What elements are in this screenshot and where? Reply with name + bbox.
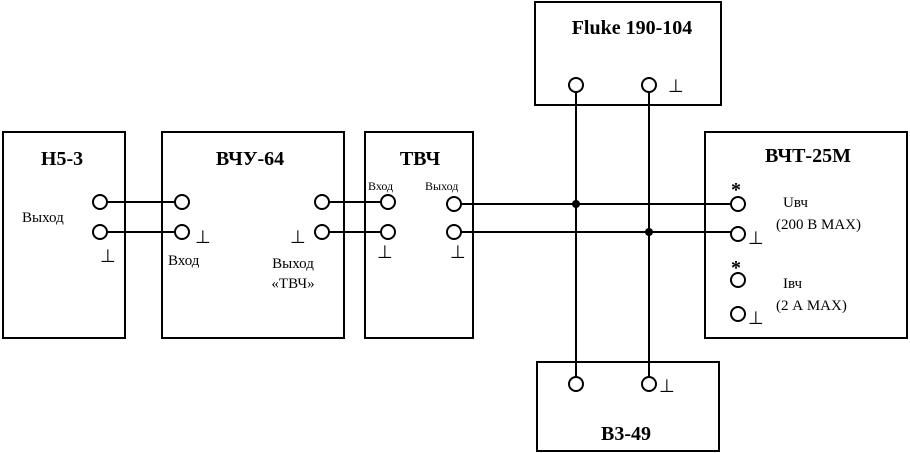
n53-terminal-signal bbox=[92, 194, 108, 210]
ground-symbol: ⊥ bbox=[450, 242, 466, 263]
ground-symbol: ⊥ bbox=[659, 376, 675, 397]
ground-symbol: ⊥ bbox=[748, 308, 764, 329]
fluke-terminal-ground bbox=[641, 77, 657, 93]
vct25m-i-range: (2 А MAX) bbox=[776, 298, 847, 314]
junction-ground bbox=[645, 228, 653, 236]
n53-title: Н5-3 bbox=[41, 148, 83, 170]
polarity-star-u: * bbox=[731, 179, 741, 201]
tvch-in-terminal-ground bbox=[380, 224, 396, 240]
block-fluke: Fluke 190-104 bbox=[534, 1, 722, 106]
tvch-out-terminal-signal bbox=[446, 196, 462, 212]
v349-terminal-ground bbox=[641, 376, 657, 392]
vct25m-i-label: Iвч bbox=[783, 276, 803, 292]
vct25m-title: ВЧТ-25М bbox=[765, 145, 851, 167]
fluke-terminal-signal bbox=[568, 77, 584, 93]
tvch-input-label: Вход bbox=[368, 179, 393, 193]
junction-signal bbox=[572, 200, 580, 208]
vchu64-output-label-2: «ТВЧ» bbox=[271, 276, 314, 292]
ground-symbol: ⊥ bbox=[195, 227, 211, 248]
tvch-title: ТВЧ bbox=[400, 148, 441, 170]
vchu64-input-label: Вход bbox=[168, 253, 200, 269]
vct25m-u-label: Uвч bbox=[783, 195, 808, 211]
vchu64-out-terminal-ground bbox=[314, 224, 330, 240]
tvch-output-label: Выход bbox=[425, 179, 458, 193]
n53-terminal-ground bbox=[92, 224, 108, 240]
vchu64-title: ВЧУ-64 bbox=[216, 148, 284, 170]
v349-title: В3-49 bbox=[601, 423, 651, 445]
vchu64-in-terminal-signal bbox=[174, 194, 190, 210]
vct25m-u-ground-terminal bbox=[730, 226, 746, 242]
ground-symbols: ⊥ ⊥ ⊥ ⊥ ⊥ ⊥ ⊥ ⊥ ⊥ bbox=[100, 76, 764, 397]
vct25m-i-ground-terminal bbox=[730, 306, 746, 322]
vct25m-u-range: (200 В MAX) bbox=[776, 217, 861, 233]
n53-output-label: Выход bbox=[22, 210, 64, 226]
block-vchu64: ВЧУ-64 Вход Выход «ТВЧ» bbox=[161, 131, 345, 339]
vchu64-out-terminal-signal bbox=[314, 194, 330, 210]
tvch-out-terminal-ground bbox=[446, 224, 462, 240]
block-v349: В3-49 bbox=[536, 361, 720, 452]
vchu64-in-terminal-ground bbox=[174, 224, 190, 240]
tvch-in-terminal-signal bbox=[380, 194, 396, 210]
wires bbox=[108, 92, 731, 377]
ground-symbol: ⊥ bbox=[377, 242, 393, 263]
vchu64-output-label: Выход bbox=[272, 256, 314, 272]
block-n53: Н5-3 Выход bbox=[2, 131, 126, 339]
terminals bbox=[92, 77, 746, 392]
ground-symbol: ⊥ bbox=[100, 246, 116, 267]
ground-symbol: ⊥ bbox=[748, 228, 764, 249]
fluke-title: Fluke 190-104 bbox=[572, 17, 693, 39]
v349-terminal-signal bbox=[568, 376, 584, 392]
vct25m-i-terminal bbox=[730, 272, 746, 288]
ground-symbol: ⊥ bbox=[668, 76, 684, 97]
ground-symbol: ⊥ bbox=[290, 227, 306, 248]
polarity-star-i: * bbox=[731, 257, 741, 279]
vct25m-u-terminal bbox=[730, 196, 746, 212]
